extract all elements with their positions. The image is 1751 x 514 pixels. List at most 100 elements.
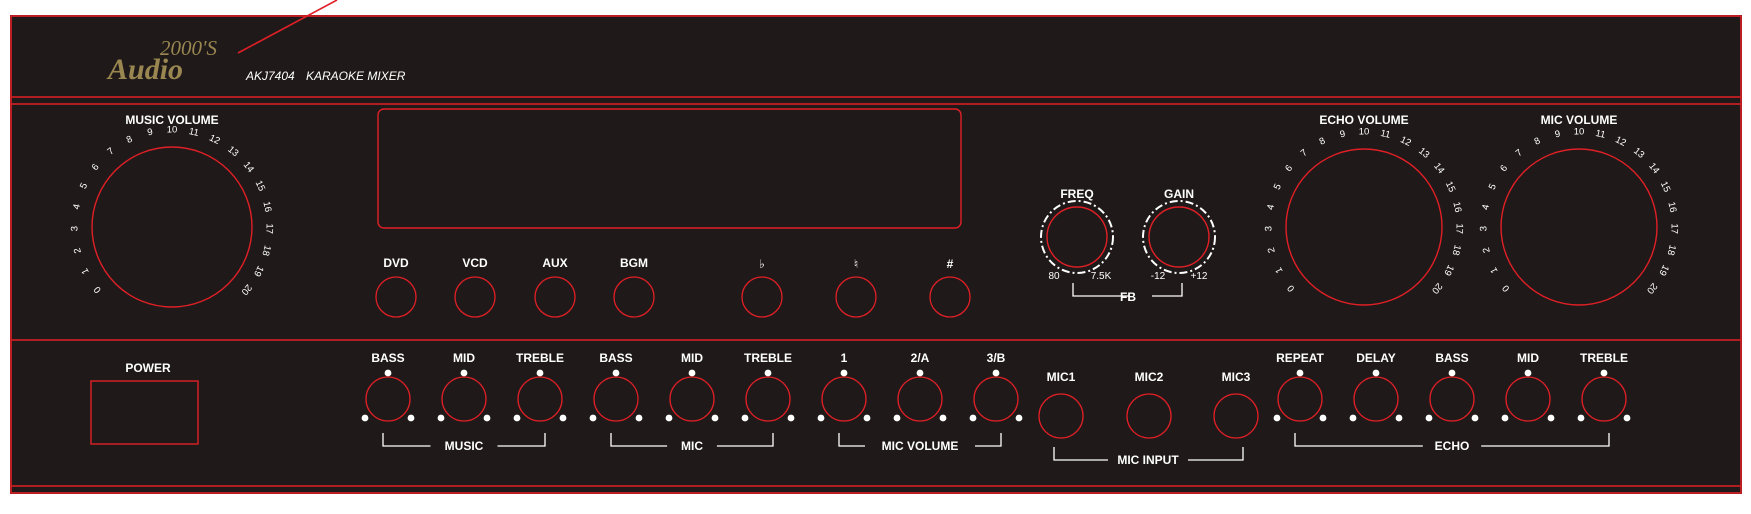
- fb-gain-ring: [1142, 200, 1216, 274]
- mic-volume-scale-mark: 2: [1481, 246, 1493, 254]
- key-natural-button[interactable]: [835, 276, 877, 318]
- echo-volume-scale-mark: 18: [1450, 244, 1463, 257]
- echo-volume-scale-mark: 8: [1318, 136, 1328, 148]
- echo-volume-label: ECHO VOLUME: [1319, 113, 1408, 127]
- music-bass-knob[interactable]: [365, 376, 411, 422]
- logo-bottom-text: Audio: [106, 53, 183, 86]
- mic-bass-label: BASS: [599, 351, 632, 365]
- echo-repeat-label: REPEAT: [1276, 351, 1324, 365]
- music-volume-scale-mark: 7: [105, 146, 116, 158]
- vcd-button[interactable]: [454, 276, 496, 318]
- mic1-label: MIC1: [1047, 370, 1076, 384]
- echo-volume-scale-mark: 4: [1265, 203, 1277, 210]
- mic-volume-scale-mark: 6: [1498, 163, 1510, 174]
- bgm-label: BGM: [620, 256, 648, 270]
- echo-bass-knob[interactable]: [1429, 376, 1475, 422]
- echo-repeat-knob[interactable]: [1277, 376, 1323, 422]
- music-volume-scale-mark: 2: [72, 247, 84, 255]
- mic2-label: MIC2: [1135, 370, 1164, 384]
- music-bass-label: BASS: [371, 351, 404, 365]
- echo-volume-scale-mark: 2: [1266, 246, 1278, 254]
- power-label: POWER: [125, 361, 171, 375]
- mic-volume-scale-mark: 4: [1480, 203, 1492, 210]
- indicator-dot: [1577, 414, 1585, 422]
- mic-volume-2-a-knob[interactable]: [897, 376, 943, 422]
- echo-delay-label: DELAY: [1356, 351, 1396, 365]
- echo-volume-scale-mark: 1: [1273, 265, 1285, 275]
- mic1-button[interactable]: [1038, 393, 1084, 439]
- indicator-dot: [1372, 369, 1380, 377]
- key-sharp-button[interactable]: [929, 276, 971, 318]
- mic-volume-scale-mark: 1: [1488, 265, 1500, 275]
- mic-volume-scale-mark: 18: [1665, 244, 1678, 257]
- indicator-dot: [711, 414, 719, 422]
- music-volume-scale-mark: 11: [188, 126, 200, 139]
- aux-label: AUX: [542, 256, 567, 270]
- indicator-dot: [1296, 369, 1304, 377]
- fb-gain-knob[interactable]: [1148, 206, 1210, 268]
- indicator-dot: [361, 414, 369, 422]
- mic-volume-scale-mark: 3: [1478, 226, 1489, 231]
- indicator-dot: [635, 414, 643, 422]
- music-volume-scale-mark: 17: [263, 223, 274, 234]
- indicator-dot: [460, 369, 468, 377]
- indicator-dot: [1547, 414, 1555, 422]
- echo-volume-scale-mark: 5: [1272, 182, 1284, 191]
- mic-bass-knob[interactable]: [593, 376, 639, 422]
- indicator-dot: [1273, 414, 1281, 422]
- music-volume-scale-mark: 16: [260, 200, 273, 213]
- indicator-dot: [840, 369, 848, 377]
- mic-group-bracket: [610, 433, 774, 447]
- key-sharp-label: #: [947, 257, 954, 271]
- music-mid-label: MID: [453, 351, 475, 365]
- music-volume-scale-mark: 18: [259, 244, 272, 257]
- echo-volume-scale-mark: 12: [1398, 134, 1412, 149]
- mic-volume-1-knob[interactable]: [821, 376, 867, 422]
- mic-volume-1-label: 1: [841, 351, 848, 365]
- display-window: [377, 108, 962, 229]
- panel-background: [10, 15, 1742, 494]
- echo-volume-knob[interactable]: [1285, 148, 1443, 306]
- aux-button[interactable]: [534, 276, 576, 318]
- music-volume-knob[interactable]: [91, 146, 253, 308]
- music-treble-label: TREBLE: [516, 351, 564, 365]
- dvd-button[interactable]: [375, 276, 417, 318]
- dvd-label: DVD: [383, 256, 409, 270]
- music-mid-knob[interactable]: [441, 376, 487, 422]
- indicator-dot: [992, 369, 1000, 377]
- fb-freq-knob[interactable]: [1046, 206, 1108, 268]
- indicator-dot: [969, 414, 977, 422]
- mic-input-group-label: MIC INPUT: [1117, 453, 1179, 467]
- echo-volume-scale-mark: 0: [1285, 283, 1297, 294]
- music-volume-scale-mark: 0: [92, 284, 104, 295]
- mic3-label: MIC3: [1222, 370, 1251, 384]
- music-group-bracket: [382, 433, 546, 447]
- mic-treble-label: TREBLE: [744, 351, 792, 365]
- echo-volume-scale-mark: 19: [1441, 263, 1456, 277]
- mic-group-label: MIC: [681, 439, 703, 453]
- music-treble-knob[interactable]: [517, 376, 563, 422]
- indicator-dot: [939, 414, 947, 422]
- bgm-button[interactable]: [613, 276, 655, 318]
- mic-volume-scale-mark: 9: [1554, 128, 1562, 140]
- mic-treble-knob[interactable]: [745, 376, 791, 422]
- mic-mid-knob[interactable]: [669, 376, 715, 422]
- echo-volume-scale-mark: 16: [1450, 201, 1463, 214]
- power-switch[interactable]: [90, 380, 199, 445]
- fb-bracket: [1072, 283, 1183, 297]
- fb-freq-ring: [1040, 200, 1114, 274]
- echo-volume-scale-mark: 9: [1339, 128, 1347, 140]
- indicator-dot: [916, 369, 924, 377]
- key-flat-button[interactable]: [741, 276, 783, 318]
- echo-delay-knob[interactable]: [1353, 376, 1399, 422]
- mic-volume-3-b-knob[interactable]: [973, 376, 1019, 422]
- mic-volume-knob[interactable]: [1500, 148, 1658, 306]
- fb-group-label: FB: [1120, 290, 1136, 304]
- echo-treble-knob[interactable]: [1581, 376, 1627, 422]
- mic2-button[interactable]: [1126, 393, 1172, 439]
- echo-mid-knob[interactable]: [1505, 376, 1551, 422]
- fb-gain-label: GAIN: [1164, 187, 1194, 201]
- mic3-button[interactable]: [1213, 393, 1259, 439]
